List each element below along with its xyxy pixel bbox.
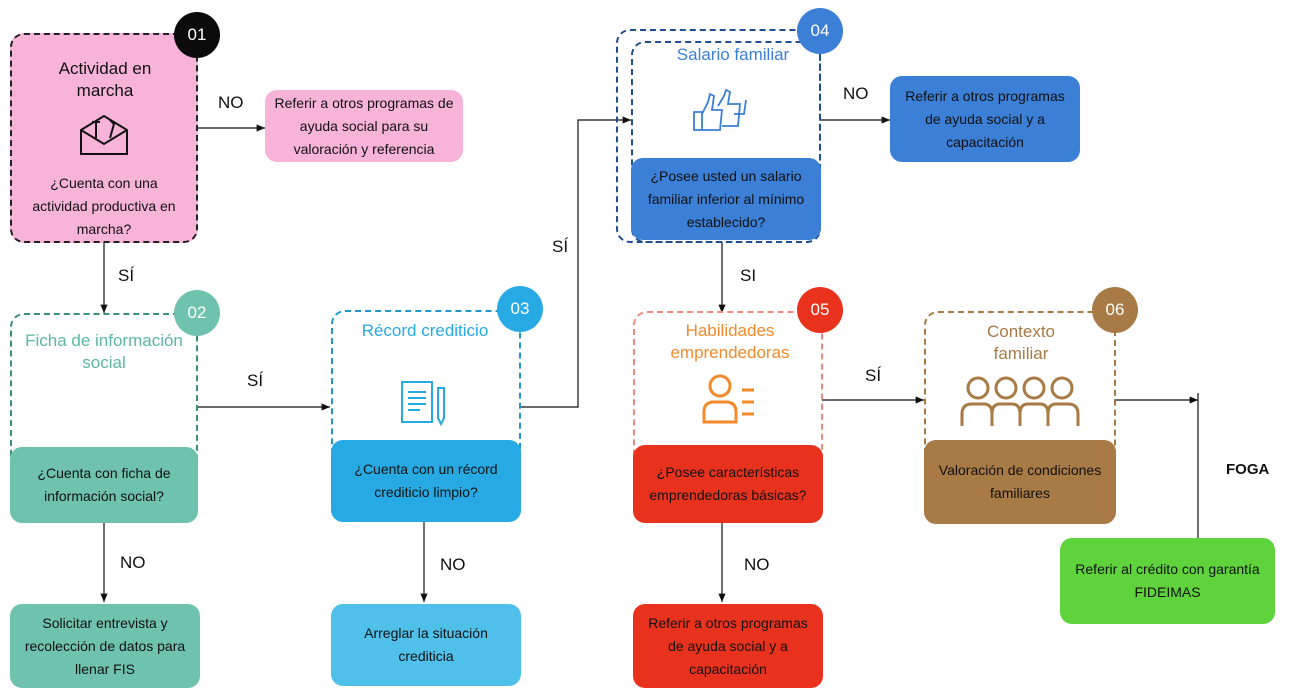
- outcome-04-box: Referir a otros programas de ayuda socia…: [890, 76, 1080, 162]
- outcome-03-box: Arreglar la situación crediticia: [331, 604, 521, 686]
- document-pencil-icon: [400, 378, 452, 427]
- step-03-title: Récord crediticio: [361, 321, 489, 340]
- family-group-icon: [958, 374, 1082, 430]
- label-no-1: NO: [218, 93, 244, 112]
- envelope-tools-icon: [77, 112, 131, 158]
- outcome-01-box: Referir a otros programas de ayuda socia…: [265, 90, 463, 162]
- outcome-02-box: Solicitar entrevista y recolección de da…: [10, 604, 200, 688]
- step-02-badge: 02: [174, 290, 220, 336]
- label-no-5: NO: [744, 555, 770, 574]
- step-02-title: Ficha de información social: [25, 331, 183, 372]
- label-si-3: SÍ: [552, 237, 569, 256]
- step-05-badge: 05: [797, 287, 843, 333]
- step-02-question: ¿Cuenta con ficha de información social?: [10, 447, 198, 523]
- label-si-5: SÍ: [865, 366, 882, 385]
- step-06-title: Contexto familiar: [986, 322, 1056, 363]
- label-si-2: SÍ: [247, 371, 264, 390]
- final-outcome-box: Referir al crédito con garantía FIDEIMAS: [1060, 538, 1275, 624]
- step-06-question: Valoración de condiciones familiares: [924, 440, 1116, 524]
- foga-label: FOGA: [1226, 461, 1270, 478]
- label-no-2: NO: [120, 553, 146, 572]
- step-05-title: Habilidades emprendedoras: [670, 321, 790, 362]
- step-01-title: Actividad en marcha: [58, 59, 152, 100]
- step-03-badge: 03: [497, 286, 543, 332]
- label-no-3: NO: [440, 555, 466, 574]
- label-no-4: NO: [843, 84, 869, 103]
- label-si-1: SÍ: [118, 266, 135, 285]
- step-04-card-inner: [631, 41, 821, 243]
- step-01-badge: 01: [174, 12, 220, 58]
- step-01-question: ¿Cuenta con una actividad productiva en …: [32, 175, 176, 237]
- person-list-icon: [700, 372, 756, 426]
- step-03-question: ¿Cuenta con un récord crediticio limpio?: [331, 440, 521, 522]
- outcome-05-box: Referir a otros programas de ayuda socia…: [633, 604, 823, 688]
- thumbs-up-hands-icon: [688, 86, 752, 136]
- label-si-4: SI: [740, 266, 757, 285]
- step-04-question: ¿Posee usted un salario familiar inferio…: [631, 158, 821, 240]
- step-04-badge: 04: [797, 8, 843, 54]
- step-04-title: Salario familiar: [676, 45, 790, 64]
- step-06-badge: 06: [1092, 287, 1138, 333]
- step-01-card: [10, 33, 198, 243]
- step-05-question: ¿Posee características emprendedoras bás…: [633, 445, 823, 523]
